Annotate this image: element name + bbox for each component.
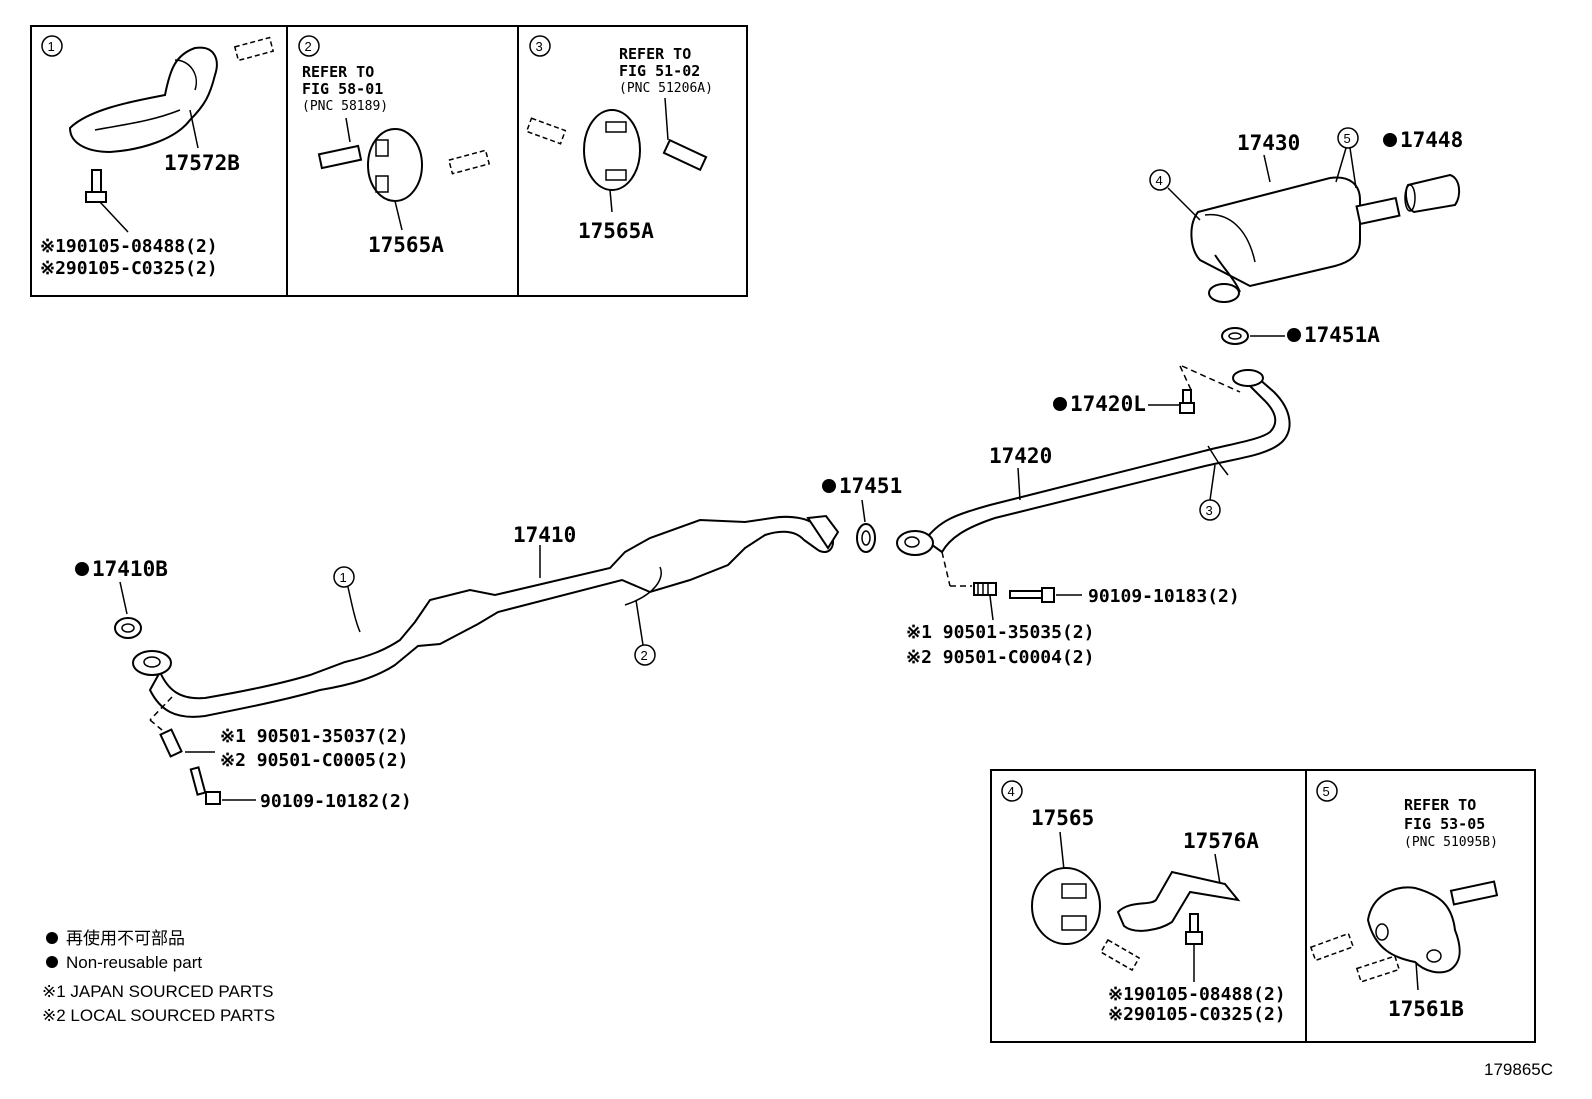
diagram-id: 179865C [1484, 1060, 1553, 1079]
inset-1-note-2: ※290105-C0325(2) [40, 258, 218, 279]
center-pipe-17420: 17420 3 [896, 369, 1291, 556]
inset-2-marker: 2 [305, 39, 312, 54]
nonreusable-dot-icon [1383, 133, 1397, 147]
spring-center-2-label: ※2 90501-C0004(2) [906, 647, 1094, 668]
legend-jp: 再使用不可部品 [66, 928, 185, 948]
inset-3-ref-line-2: FIG 51-02 [619, 62, 700, 80]
inset-4-part-2-label: 17576A [1183, 829, 1259, 853]
inset-5-part-label: 17561B [1388, 997, 1464, 1021]
part-17420l-label: 17420L [1070, 392, 1146, 416]
inset-5-ref-line-3: (PNC 51095B) [1404, 835, 1498, 850]
bracket-17576a-icon [1116, 870, 1241, 932]
nonreusable-dot-icon [46, 956, 58, 968]
inset-2-part-label: 17565A [368, 233, 444, 257]
callout-1: 1 [340, 570, 347, 585]
nonreusable-dot-icon [1287, 328, 1301, 342]
inset-2: 2 REFER TO FIG 58-01 (PNC 58189) 17565A [298, 35, 491, 257]
inset-3-marker: 3 [536, 39, 543, 54]
spring-front-2-label: ※2 90501-C0005(2) [220, 750, 408, 771]
inset-4-note-2: ※290105-C0325(2) [1108, 1004, 1286, 1025]
gasket-icon [856, 523, 876, 553]
muffler-icon [1190, 176, 1361, 288]
spring-center-1-label: ※1 90501-35035(2) [906, 622, 1094, 643]
inset-1-marker: 1 [48, 39, 55, 54]
gasket-17410b: 17410B [75, 557, 168, 639]
nonreusable-dot-icon [822, 479, 836, 493]
inset-5-marker: 5 [1323, 784, 1330, 799]
nonreusable-dot-icon [46, 932, 58, 944]
inset-1: 1 17572B ※190105-08488(2) ※290105-C0325(… [40, 35, 275, 279]
inset-5-ref-line-2: FIG 53-05 [1404, 815, 1485, 833]
inset-3-ref-line-1: REFER TO [619, 45, 691, 63]
inset-4-marker: 4 [1008, 784, 1015, 799]
inset-5-ref-line-1: REFER TO [1404, 796, 1476, 814]
part-17410-label: 17410 [513, 523, 576, 547]
gasket-icon [1221, 327, 1249, 345]
inset-3-ref-line-3: (PNC 51206A) [619, 81, 713, 96]
tail-tip-17448: 17448 [1383, 128, 1463, 214]
part-17451-label: 17451 [839, 474, 902, 498]
bolt-center-label: 90109-10183(2) [1088, 586, 1240, 607]
callout-4: 4 [1156, 173, 1163, 188]
gasket-icon [114, 617, 142, 639]
front-pipe-17410: 17410 1 2 [132, 514, 840, 718]
inset-2-ref-line-1: REFER TO [302, 63, 374, 81]
bottom-inset-panel [990, 769, 1536, 1043]
part-17451a-label: 17451A [1304, 323, 1380, 347]
muffler-17430: 17430 4 5 [1149, 127, 1401, 303]
legend-japan: ※1 JAPAN SOURCED PARTS [42, 982, 274, 1001]
inset-3-part-label: 17565A [578, 219, 654, 243]
inset-2-ref-line-2: FIG 58-01 [302, 80, 383, 98]
part-17410b-label: 17410B [92, 557, 168, 581]
inset-1-note-1: ※190105-08488(2) [40, 236, 218, 257]
part-17420-label: 17420 [989, 444, 1052, 468]
bolt-17420l: 17420L [1053, 365, 1241, 416]
inset-4: 4 17565 17576A ※190105-08488(2) ※290105-… [1001, 780, 1286, 1025]
legend-nonreusable: Non-reusable part [66, 953, 202, 972]
inset-3: 3 REFER TO FIG 51-02 (PNC 51206A) 17565A [525, 35, 713, 243]
front-pipe-icon [148, 515, 834, 718]
bracket-17572b-icon [68, 46, 218, 154]
inset-4-note-1: ※190105-08488(2) [1108, 984, 1286, 1005]
center-bolt-set: 90109-10183(2) ※1 90501-35035(2) ※2 9050… [906, 551, 1240, 668]
callout-3: 3 [1206, 503, 1213, 518]
hanger-17565-icon [1031, 867, 1101, 945]
top-inset-panel [30, 25, 748, 297]
gasket-17451: 17451 [822, 474, 902, 553]
legend: 再使用不可部品 Non-reusable part ※1 JAPAN SOURC… [42, 928, 275, 1025]
bolt-front-label: 90109-10182(2) [260, 791, 412, 812]
legend-local: ※2 LOCAL SOURCED PARTS [42, 1006, 275, 1025]
nonreusable-dot-icon [75, 562, 89, 576]
inset-4-part-1-label: 17565 [1031, 806, 1094, 830]
center-pipe-icon [923, 376, 1291, 554]
inset-2-ref-line-3: (PNC 58189) [302, 99, 388, 114]
part-17430-label: 17430 [1237, 131, 1300, 155]
part-17448-label: 17448 [1400, 128, 1463, 152]
callout-2: 2 [641, 648, 648, 663]
inset-5: 5 REFER TO FIG 53-05 (PNC 51095B) 17561B [1309, 780, 1499, 1021]
callout-5: 5 [1344, 131, 1351, 146]
bolt-icon [85, 169, 129, 233]
spring-front-1-label: ※1 90501-35037(2) [220, 726, 408, 747]
gasket-17451a: 17451A [1221, 323, 1380, 347]
tail-tip-icon [1405, 173, 1461, 214]
inset-1-part-label: 17572B [164, 151, 240, 175]
nonreusable-dot-icon [1053, 397, 1067, 411]
front-bolt-set: ※1 90501-35037(2) ※2 90501-C0005(2) 9010… [149, 696, 412, 812]
